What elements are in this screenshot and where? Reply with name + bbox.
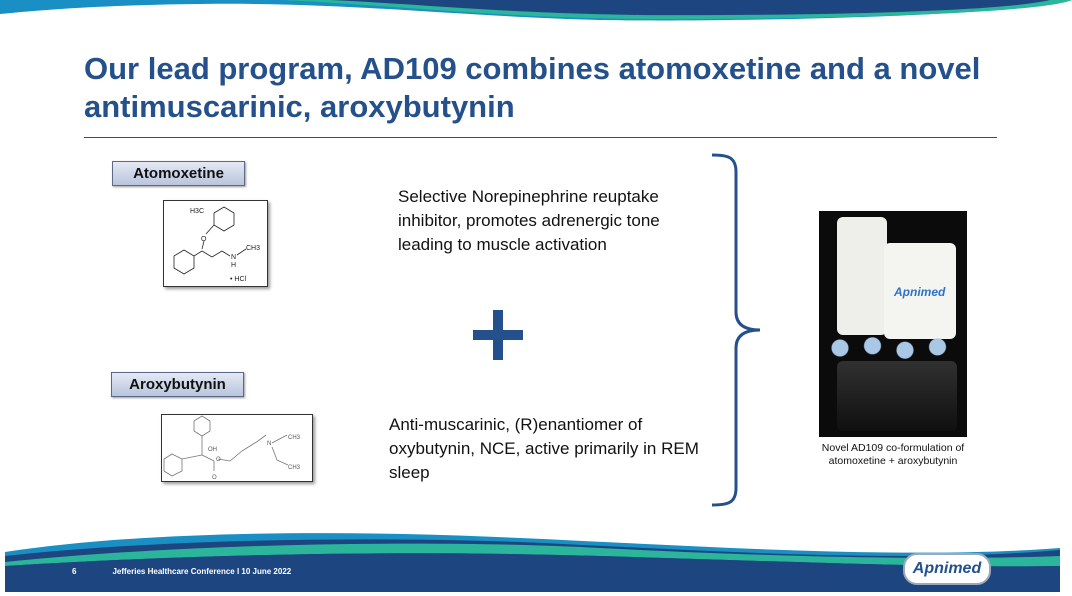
title-divider: [84, 137, 997, 138]
bottom-wave-decoration: [0, 533, 1072, 596]
atomoxetine-structure: H3C O N CH3 H • HCl: [163, 200, 268, 287]
struct-label: H: [231, 262, 236, 269]
aroxybutynin-label: Aroxybutynin: [111, 372, 244, 397]
photo-caption: Novel AD109 co-formulation of atomoxetin…: [821, 442, 965, 467]
apnimed-logo: Apnimed: [903, 553, 991, 585]
plus-icon: [473, 310, 523, 360]
product-photo: Apnimed: [819, 211, 967, 437]
event-name: Jefferies Healthcare Conference I 10 Jun…: [112, 567, 292, 576]
aroxybutynin-structure: OH O O N CH3 CH3: [161, 414, 313, 482]
footer-text: 6 Jefferies Healthcare Conference I 10 Ju…: [72, 567, 291, 576]
struct-label: N: [267, 441, 271, 447]
struct-label: • HCl: [230, 276, 247, 283]
atomoxetine-label: Atomoxetine: [112, 161, 245, 186]
struct-label: O: [212, 475, 217, 481]
struct-label: O: [201, 236, 207, 243]
right-bracket: [711, 153, 761, 507]
struct-label: CH3: [288, 435, 301, 441]
struct-label: OH: [208, 447, 217, 453]
top-wave-decoration: [0, 0, 1072, 21]
page-number: 6: [72, 567, 77, 576]
struct-label: N: [231, 254, 236, 261]
struct-label: O: [216, 457, 221, 463]
photo-bottle-label: Apnimed: [894, 285, 946, 299]
struct-label: H3C: [190, 208, 204, 215]
aroxybutynin-description: Anti-muscarinic, (R)enantiomer of oxybut…: [389, 415, 699, 482]
struct-label: CH3: [288, 465, 301, 471]
atomoxetine-description: Selective Norepinephrine reuptake inhibi…: [398, 187, 660, 254]
struct-label: CH3: [246, 245, 260, 252]
slide-title: Our lead program, AD109 combines atomoxe…: [84, 51, 981, 124]
